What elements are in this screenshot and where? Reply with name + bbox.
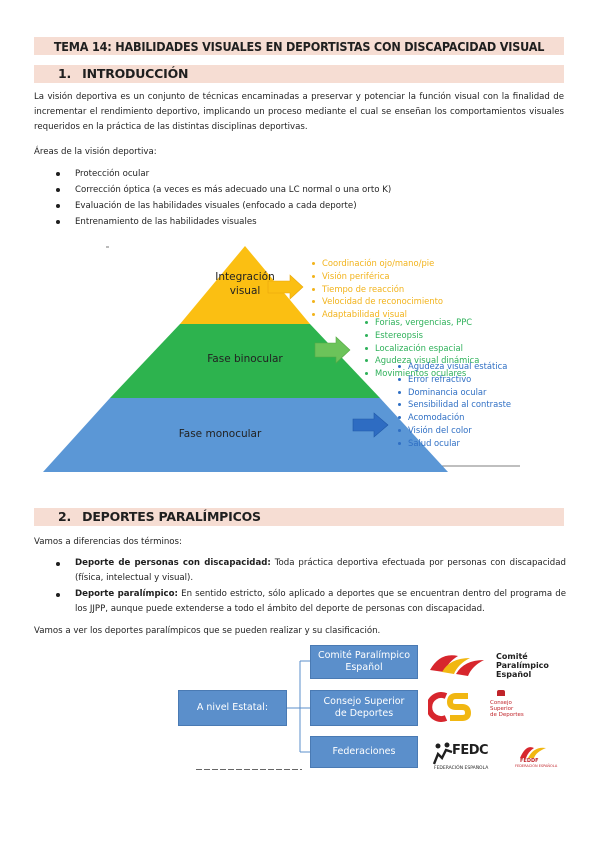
intro-paragraph: La visión deportiva es un conjunto de té… — [34, 92, 564, 132]
list-item: Error refractivo — [398, 373, 511, 386]
list-item: Tiempo de reacción — [312, 283, 443, 296]
feddf-logo-sub: FEDERACIÓN ESPAÑOLA — [515, 764, 558, 768]
logo-line: Consejo — [490, 700, 512, 706]
vision-pyramid — [43, 246, 520, 472]
level-middle-label: Fase binocular — [207, 353, 283, 365]
definition-text: Toda práctica deportiva efectuada por pe… — [75, 558, 566, 583]
list-item: Acomodación — [398, 411, 511, 424]
areas-label: Áreas de la visión deportiva: — [34, 147, 157, 157]
section-band — [34, 508, 564, 526]
level-label-line: visual — [229, 285, 261, 297]
org-branch-csd: Consejo Superior de Deportes — [310, 690, 418, 726]
list-item: Localización espacial — [365, 342, 479, 355]
level-top-label: Integración visual — [185, 270, 305, 298]
list-item: Coordinación ojo/mano/pie — [312, 257, 443, 270]
definition-term: Deporte paralímpico: — [75, 589, 178, 599]
logo-line: Superior — [490, 706, 514, 712]
section-heading-2: 2. DEPORTES PARALÍMPICOS — [58, 509, 261, 524]
blue-arrow — [352, 412, 389, 438]
list-item: Corrección óptica (a veces es más adecua… — [56, 182, 566, 198]
level-label-line: Integración — [215, 271, 275, 283]
section-title: DEPORTES PARALÍMPICOS — [82, 509, 261, 524]
list-item: Agudeza visual dinámica — [365, 354, 479, 367]
section-heading-1: 1. INTRODUCCIÓN — [58, 66, 188, 81]
branch-line: Consejo Superior — [323, 696, 405, 707]
branch-line: Comité Paralímpico — [317, 650, 411, 661]
branch-line: Federaciones — [332, 746, 396, 757]
feddf-logo-name: FEDDF — [520, 758, 539, 764]
section-band — [34, 65, 564, 83]
org-connectors — [196, 660, 310, 770]
list-item: Forias, vergencias, PPC — [365, 316, 479, 329]
section-number: 2. — [58, 509, 72, 524]
diff-intro: Vamos a diferencias dos términos: — [34, 537, 182, 547]
list-item: Movimientos oculares — [365, 367, 479, 380]
list-item: Adaptabilidad visual — [312, 308, 443, 321]
definitions-list: Deporte de personas con discapacidad: To… — [56, 556, 566, 618]
level-bottom-label: Fase monocular — [178, 428, 262, 440]
list-item: Deporte de personas con discapacidad: To… — [56, 556, 566, 586]
fedc-logo-name: FEDC — [452, 743, 489, 758]
list-item: Protección ocular — [56, 166, 566, 182]
definition-text: En sentido estricto, sólo aplicado a dep… — [75, 589, 566, 614]
list-item: Sensibilidad al contraste — [398, 398, 511, 411]
page-title: TEMA 14: HABILIDADES VISUALES EN DEPORTI… — [53, 39, 545, 54]
list-item: Velocidad de reconocimiento — [312, 295, 443, 308]
orange-arrow — [267, 274, 304, 300]
logo-line: Español — [496, 670, 532, 679]
list-item: Salud ocular — [398, 437, 511, 450]
crown-icon — [497, 690, 505, 696]
definition-term: Deporte de personas con discapacidad: — [75, 558, 271, 568]
csd-logo-icon — [428, 692, 472, 722]
org-branch-cpe: Comité Paralímpico Español — [310, 645, 418, 679]
branch-line: de Deportes — [334, 708, 394, 719]
list-item: Visión del color — [398, 424, 511, 437]
list-item: Dominancia ocular — [398, 386, 511, 399]
list-item: Estereopsis — [365, 329, 479, 342]
logo-line: Comité — [496, 652, 528, 661]
middle-skills-list: Forias, vergencias, PPC Estereopsis Loca… — [365, 316, 479, 380]
list-item: Agudeza visual estática — [398, 360, 511, 373]
feddf-logo-icon — [520, 747, 546, 758]
green-arrow — [314, 336, 351, 364]
logo-line: Paralímpico — [496, 661, 549, 670]
top-skills-list: Coordinación ojo/mano/pie Visión perifér… — [312, 257, 443, 321]
pyramid-bottom — [43, 398, 448, 472]
fedc-logo-icon — [432, 742, 453, 765]
csd-logo-text: Consejo Superior de Deportes — [490, 700, 524, 718]
branch-line: Español — [345, 662, 383, 673]
section-number: 1. — [58, 66, 72, 81]
org-branch-federaciones: Federaciones — [310, 736, 418, 768]
list-item: Entrenamiento de las habilidades visuale… — [56, 214, 566, 230]
bottom-skills-list: Agudeza visual estática Error refractivo… — [398, 360, 511, 450]
cpe-logo-icon — [430, 655, 484, 676]
logo-line: de Deportes — [490, 712, 524, 718]
list-item: Deporte paralímpico: En sentido estricto… — [56, 587, 566, 617]
fedc-logo-sub: FEDERACIÓN ESPAÑOLA — [434, 766, 489, 771]
pyramid-top — [180, 246, 310, 324]
org-root-box: A nivel Estatal: — [178, 690, 287, 726]
list-item: Visión periférica — [312, 270, 443, 283]
sports-intro: Vamos a ver los deportes paralímpicos qu… — [34, 626, 381, 636]
section-title: INTRODUCCIÓN — [82, 66, 189, 81]
cpe-logo-text: Comité Paralímpico Español — [496, 652, 549, 679]
areas-list: Protección ocular Corrección óptica (a v… — [56, 166, 566, 230]
list-item: Evaluación de las habilidades visuales (… — [56, 198, 566, 214]
pyramid-middle — [110, 324, 380, 398]
title-band — [34, 37, 564, 55]
